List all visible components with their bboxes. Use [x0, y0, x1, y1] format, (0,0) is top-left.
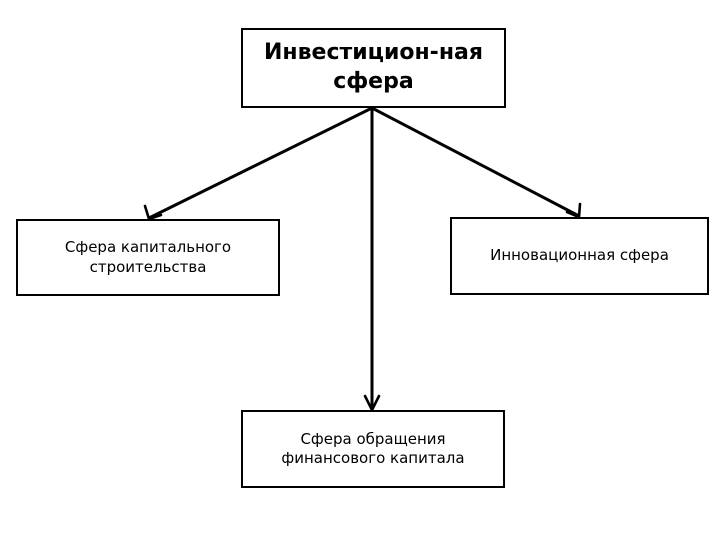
connector-root-to-bottom [363, 108, 381, 412]
node-right-label: Инновационная сфера [490, 246, 669, 265]
arrowhead-left [143, 204, 163, 221]
node-financial-capital-circulation-sphere[interactable]: Сфера обращения финансового капитала [241, 410, 505, 488]
node-capital-construction-sphere[interactable]: Сфера капитального строительства [16, 219, 280, 296]
connector-root-to-left [143, 106, 373, 221]
node-bottom-label: Сфера обращения финансового капитала [281, 429, 465, 468]
node-investment-sphere[interactable]: Инвестицион-ная сфера [241, 28, 506, 108]
connector-root-to-right [371, 106, 582, 219]
arrowhead-bottom [363, 394, 381, 412]
node-root-label: Инвестицион-ная сфера [263, 40, 483, 94]
node-left-label: Сфера капитального строительства [64, 238, 232, 276]
arrowhead-right [565, 202, 582, 219]
node-innovation-sphere[interactable]: Инновационная сфера [450, 217, 709, 295]
